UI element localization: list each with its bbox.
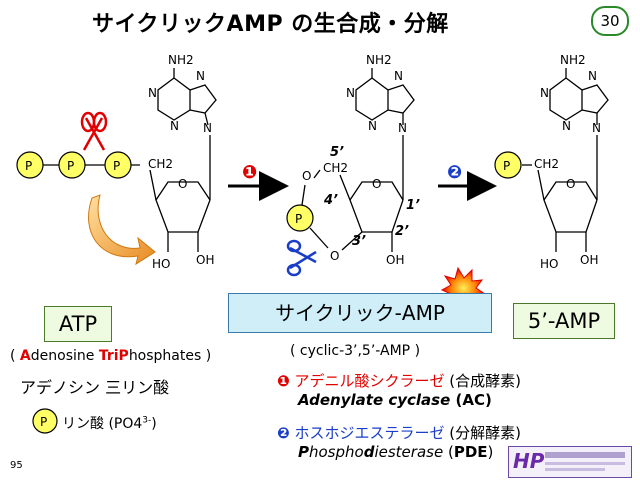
pos-5: 5’ bbox=[330, 145, 344, 160]
atp-phosphate-3 bbox=[104, 151, 132, 179]
scissors-red-icon bbox=[80, 111, 108, 151]
camp-n1: N bbox=[346, 86, 355, 100]
page-badge: 30 bbox=[591, 6, 629, 36]
atp-ring-o: O bbox=[178, 177, 187, 191]
enzyme-2-jp: ❷ ホスホジエステラーゼ (分解酵素) bbox=[277, 424, 521, 442]
camp-structure: NH2 N N N N O O CH2 O OH P 5’ 4’ 1’ 2’ 3… bbox=[286, 53, 420, 267]
atp-n1: N bbox=[148, 86, 157, 100]
atp-oh: OH bbox=[196, 253, 214, 267]
publisher-logo: HP bbox=[508, 446, 632, 478]
atp-p3-label: P bbox=[113, 159, 120, 173]
camp-o3: O bbox=[330, 249, 339, 263]
camp-ring-o: O bbox=[372, 177, 381, 191]
cyclic-full-name: ( cyclic-3’,5’-AMP ) bbox=[290, 343, 421, 359]
atp-label-box: ATP bbox=[44, 306, 112, 342]
step-2-marker: ❷ bbox=[447, 162, 462, 183]
atp-p2-label: P bbox=[67, 159, 74, 173]
ribose-atp bbox=[149, 135, 211, 252]
atp-nh2: NH2 bbox=[168, 53, 194, 67]
scissors-blue-icon bbox=[286, 239, 317, 277]
amp-ring-o: O bbox=[566, 177, 575, 191]
enzyme-1-jp: ❶ アデニル酸シクラーゼ (合成酵素) bbox=[277, 372, 521, 390]
amp-n7: N bbox=[588, 69, 597, 83]
legend-phosphate bbox=[32, 408, 58, 434]
atp-phosphate-2 bbox=[58, 151, 86, 179]
logo-mark: HP bbox=[513, 449, 545, 473]
atp-ho: HO bbox=[152, 257, 170, 271]
amp-oh: OH bbox=[580, 253, 598, 267]
amp-n9: N bbox=[592, 121, 601, 135]
amp-structure: NH2 N N N N O CH2 HO OH P bbox=[494, 53, 609, 271]
amp-phosphate bbox=[494, 151, 522, 179]
pos-4: 4’ bbox=[323, 193, 338, 208]
pos-3: 3’ bbox=[352, 234, 366, 249]
camp-phosphate bbox=[286, 204, 314, 232]
amp-nh2: NH2 bbox=[560, 53, 586, 67]
enzyme-2-en: Phosphodiesterase (PDE) bbox=[298, 443, 494, 461]
camp-p-label: P bbox=[295, 212, 302, 226]
atp-p1-label: P bbox=[25, 159, 32, 173]
atp-n7: N bbox=[196, 69, 205, 83]
camp-ch2: CH2 bbox=[323, 161, 348, 175]
pos-1: 1’ bbox=[406, 198, 420, 213]
adenine-atp bbox=[157, 68, 217, 126]
slide-number: 95 bbox=[10, 460, 23, 471]
amp-n3: N bbox=[562, 119, 571, 133]
enzyme-1-en: Adenylate cyclase (AC) bbox=[298, 391, 492, 409]
camp-n3: N bbox=[368, 119, 377, 133]
amp-label-box: 5’-AMP bbox=[513, 303, 615, 339]
camp-oh: OH bbox=[386, 253, 404, 267]
atp-ch2: CH2 bbox=[148, 157, 173, 171]
atp-n9: N bbox=[203, 121, 212, 135]
camp-label-box: サイクリック-AMP bbox=[228, 293, 492, 333]
adenosine-jp: アデノシン 三リン酸 bbox=[20, 378, 170, 397]
amp-n1: N bbox=[540, 86, 549, 100]
page-title: サイクリックAMP の生合成・分解 bbox=[92, 12, 449, 37]
camp-n7: N bbox=[394, 69, 403, 83]
camp-o5: O bbox=[302, 169, 311, 183]
step-1-marker: ❶ bbox=[242, 162, 257, 183]
atp-structure: NH2 N N N N O CH2 HO OH P P P bbox=[16, 53, 217, 271]
camp-n9: N bbox=[398, 121, 407, 135]
pos-2: 2’ bbox=[395, 224, 409, 239]
legend-p-label: P bbox=[40, 415, 47, 429]
amp-p-label: P bbox=[503, 159, 510, 173]
phosphate-note: リン酸 (PO43-) bbox=[62, 415, 157, 432]
camp-nh2: NH2 bbox=[366, 53, 392, 67]
amp-ho: HO bbox=[540, 257, 558, 271]
amp-ch2: CH2 bbox=[534, 157, 559, 171]
atp-phosphate-1 bbox=[16, 151, 44, 179]
curved-arrow-icon bbox=[88, 194, 156, 266]
atp-expansion: ( Adenosine TriPhosphates ) bbox=[10, 348, 212, 364]
atp-n3: N bbox=[170, 119, 179, 133]
